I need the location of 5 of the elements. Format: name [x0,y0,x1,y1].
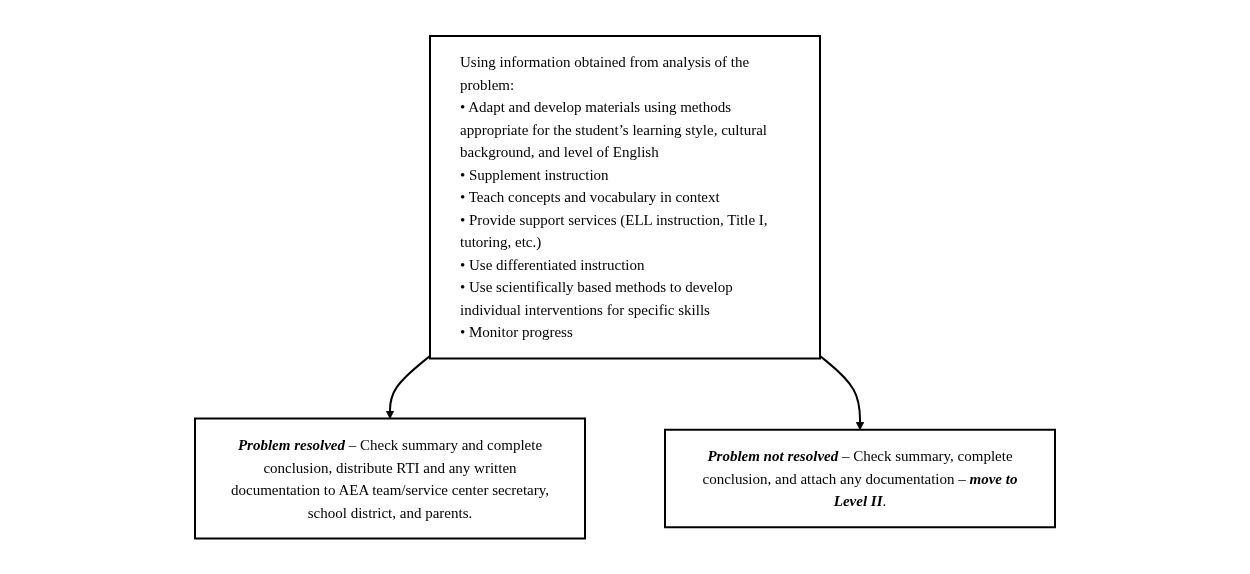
arrow [819,354,865,430]
node-box: Problem not resolved – Check summary, complete conclusion, and attach any documentation – move to Level II. [664,428,1056,528]
node-box: Problem resolved – Check summary and complete conclusion, distribute RTI and any written documentation to AEA team/service center secretary, school district, and parents. [194,417,586,540]
node-box: Using information obtained from analysis of the problem: • Adapt and develop materials using methods appropriate for the student’s learning style, cultural background, and level of English • Supplement instruction • Teach concepts and vocabulary in context • Provide support services (ELL instruction, Title I, tutoring, etc.) • Use differentiated instruction • Use scientifically based methods to develop individual interventions for specific skills • Monitor progress [429,34,821,360]
arrow [385,354,431,419]
